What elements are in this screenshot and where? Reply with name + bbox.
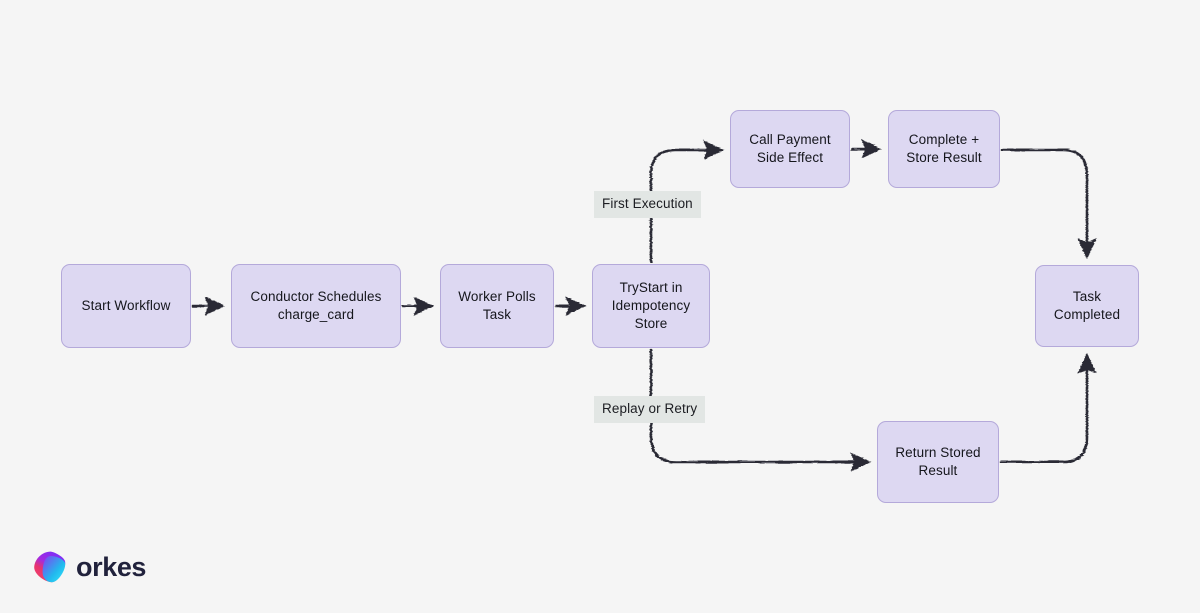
node-label: Task Completed (1053, 288, 1121, 322)
node-conductor-schedules[interactable]: Conductor Schedules charge_card (231, 264, 401, 348)
edge-label-first-execution: First Execution (594, 191, 701, 218)
node-label: Call Payment Side Effect (749, 131, 831, 165)
node-complete-store-result[interactable]: Complete + Store Result (888, 110, 1000, 188)
orkes-wordmark: orkes (76, 551, 147, 582)
node-trystart-idempotency-store[interactable]: TryStart in Idempotency Store (592, 264, 710, 348)
orkes-logo-mark-icon (33, 550, 67, 584)
node-start-workflow[interactable]: Start Workflow (61, 264, 191, 348)
node-worker-polls-task[interactable]: Worker Polls Task (440, 264, 554, 348)
node-return-stored-result[interactable]: Return Stored Result (877, 421, 999, 503)
edge-complete-to-taskdone (1000, 148, 1097, 260)
node-task-completed[interactable]: Task Completed (1035, 265, 1139, 347)
node-label: Worker Polls Task (458, 288, 536, 322)
edge-returnres-to-taskdone (999, 352, 1097, 464)
node-label: Return Stored Result (895, 444, 981, 478)
node-label: Conductor Schedules charge_card (250, 288, 382, 322)
node-label: Complete + Store Result (906, 131, 982, 165)
node-label: TryStart in Idempotency Store (611, 279, 691, 332)
node-call-payment-side-effect[interactable]: Call Payment Side Effect (730, 110, 850, 188)
node-label: Start Workflow (81, 297, 171, 313)
orkes-logo: orkes (33, 550, 146, 584)
edge-label-replay-or-retry: Replay or Retry (594, 396, 706, 423)
